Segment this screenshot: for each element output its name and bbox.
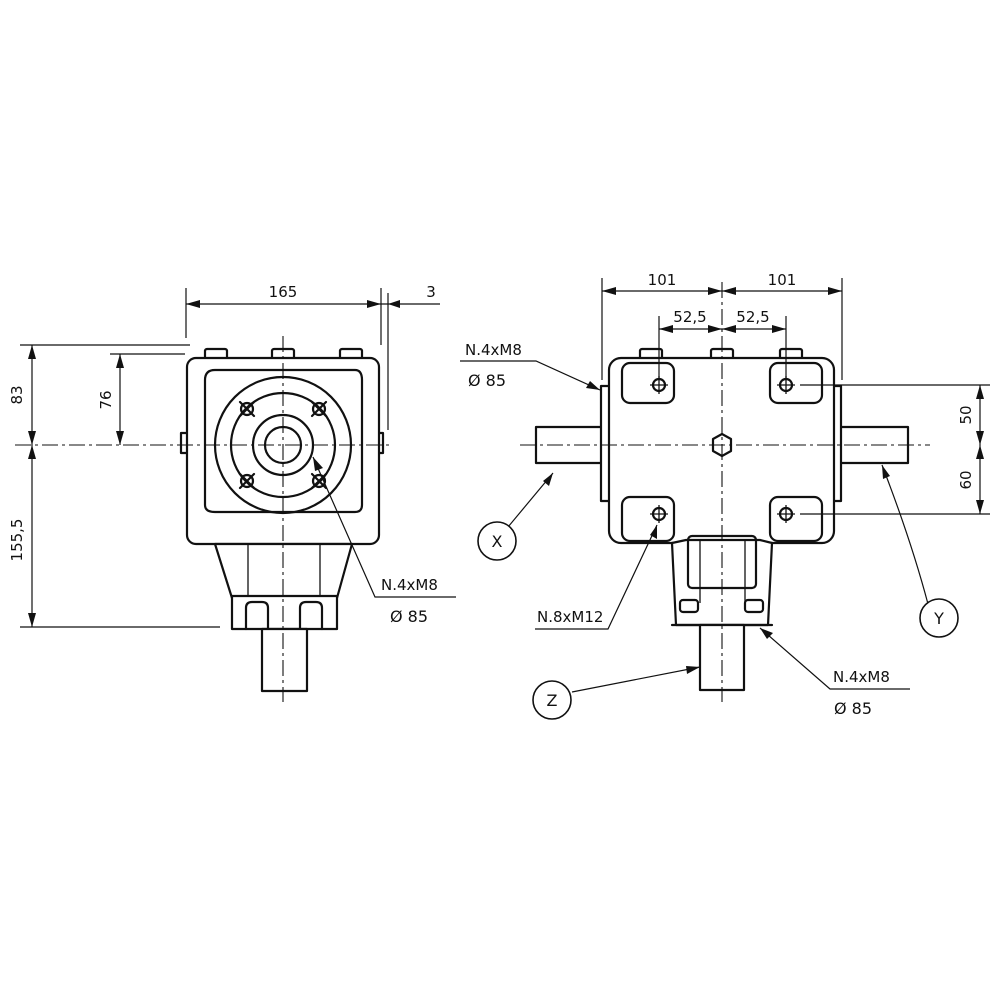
front-callout-top-bolt: N.4xM8 <box>465 341 522 359</box>
side-view <box>15 336 390 702</box>
dim-52-5-right: 52,5 <box>736 308 769 326</box>
front-pad-tr <box>768 361 824 405</box>
front-callout-bottom-diameter: Ø 85 <box>834 699 872 718</box>
side-callout-bolt: N.4xM8 <box>381 576 438 594</box>
dim-165: 165 <box>269 283 298 301</box>
dim-50: 50 <box>957 405 975 424</box>
dim-83: 83 <box>8 385 26 404</box>
dim-60: 60 <box>957 470 975 489</box>
label-z: Z <box>547 691 558 710</box>
front-view <box>520 282 930 702</box>
dim-101-right: 101 <box>768 271 797 289</box>
dim-155-5: 155,5 <box>8 519 26 562</box>
side-bolt-holes <box>238 400 328 490</box>
side-view-dimensions <box>20 288 456 628</box>
front-pad-bl <box>620 495 676 543</box>
side-callout-diameter: Ø 85 <box>390 607 428 626</box>
label-bubble-y <box>919 598 959 638</box>
side-output-shaft <box>260 627 309 693</box>
dim-76: 76 <box>97 390 115 409</box>
front-pad-tl <box>620 361 676 405</box>
dim-52-5-left: 52,5 <box>673 308 706 326</box>
label-y: Y <box>933 609 944 628</box>
front-pad-br <box>768 495 824 543</box>
label-bubble-x <box>477 521 517 561</box>
label-bubble-z <box>532 680 572 720</box>
side-body-inner <box>203 368 364 514</box>
front-callout-mid-bolt: N.8xM12 <box>537 608 603 626</box>
front-callout-bottom-bolt: N.4xM8 <box>833 668 890 686</box>
label-x: X <box>492 532 503 551</box>
front-callout-top-diameter: Ø 85 <box>468 371 506 390</box>
front-view-dimensions <box>460 278 990 720</box>
dim-3: 3 <box>426 283 436 301</box>
dim-101-left: 101 <box>648 271 677 289</box>
